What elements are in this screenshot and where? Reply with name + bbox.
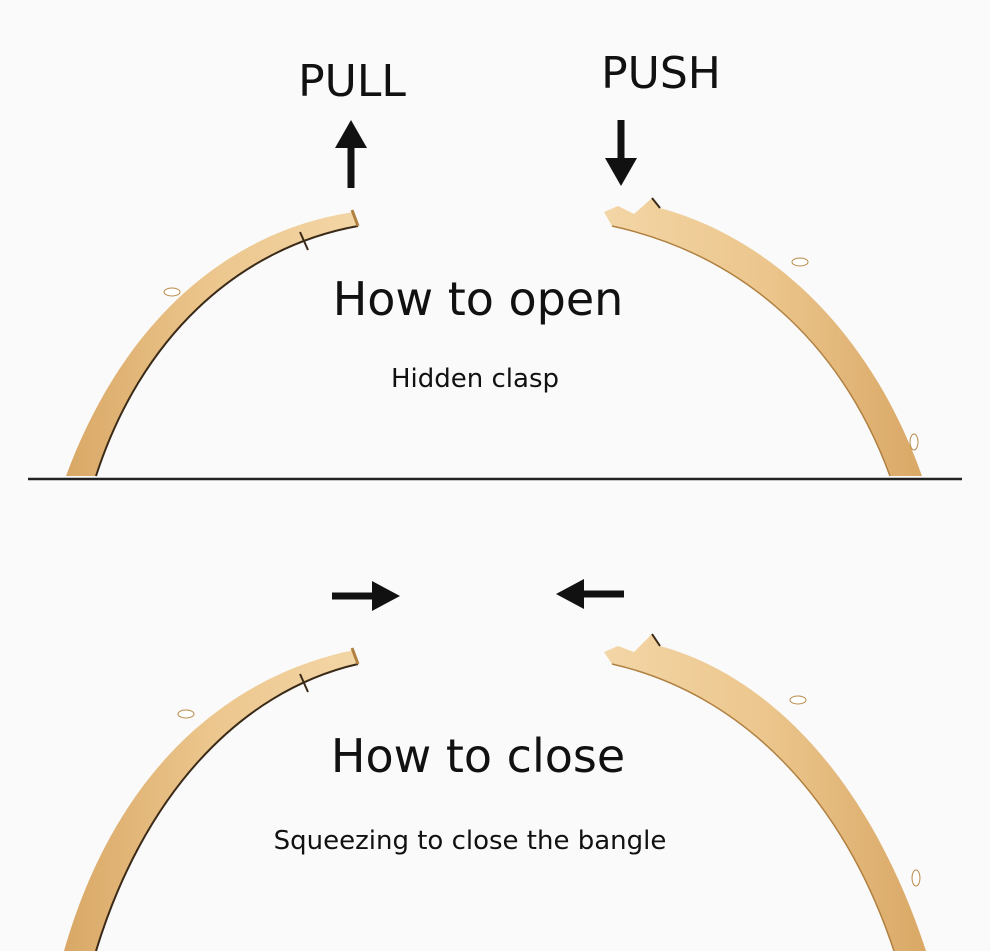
push-down-arrow: [605, 120, 637, 186]
pull-up-arrow: [335, 120, 367, 188]
open-right-bangle-half: [604, 197, 922, 477]
close-subtitle: Squeezing to close the bangle: [273, 826, 667, 856]
open-left-bangle-half: [66, 209, 360, 477]
close-right-bangle-half: [604, 633, 926, 951]
close-title: How to close: [330, 729, 626, 783]
open-subtitle: Hidden clasp: [390, 364, 560, 394]
close-left-bangle-half: [64, 647, 360, 951]
squeeze-right-arrow: [332, 581, 400, 611]
pull-label: PULL: [298, 56, 406, 107]
open-title: How to open: [332, 272, 624, 326]
push-label: PUSH: [601, 48, 721, 99]
squeeze-left-arrow: [556, 579, 624, 609]
